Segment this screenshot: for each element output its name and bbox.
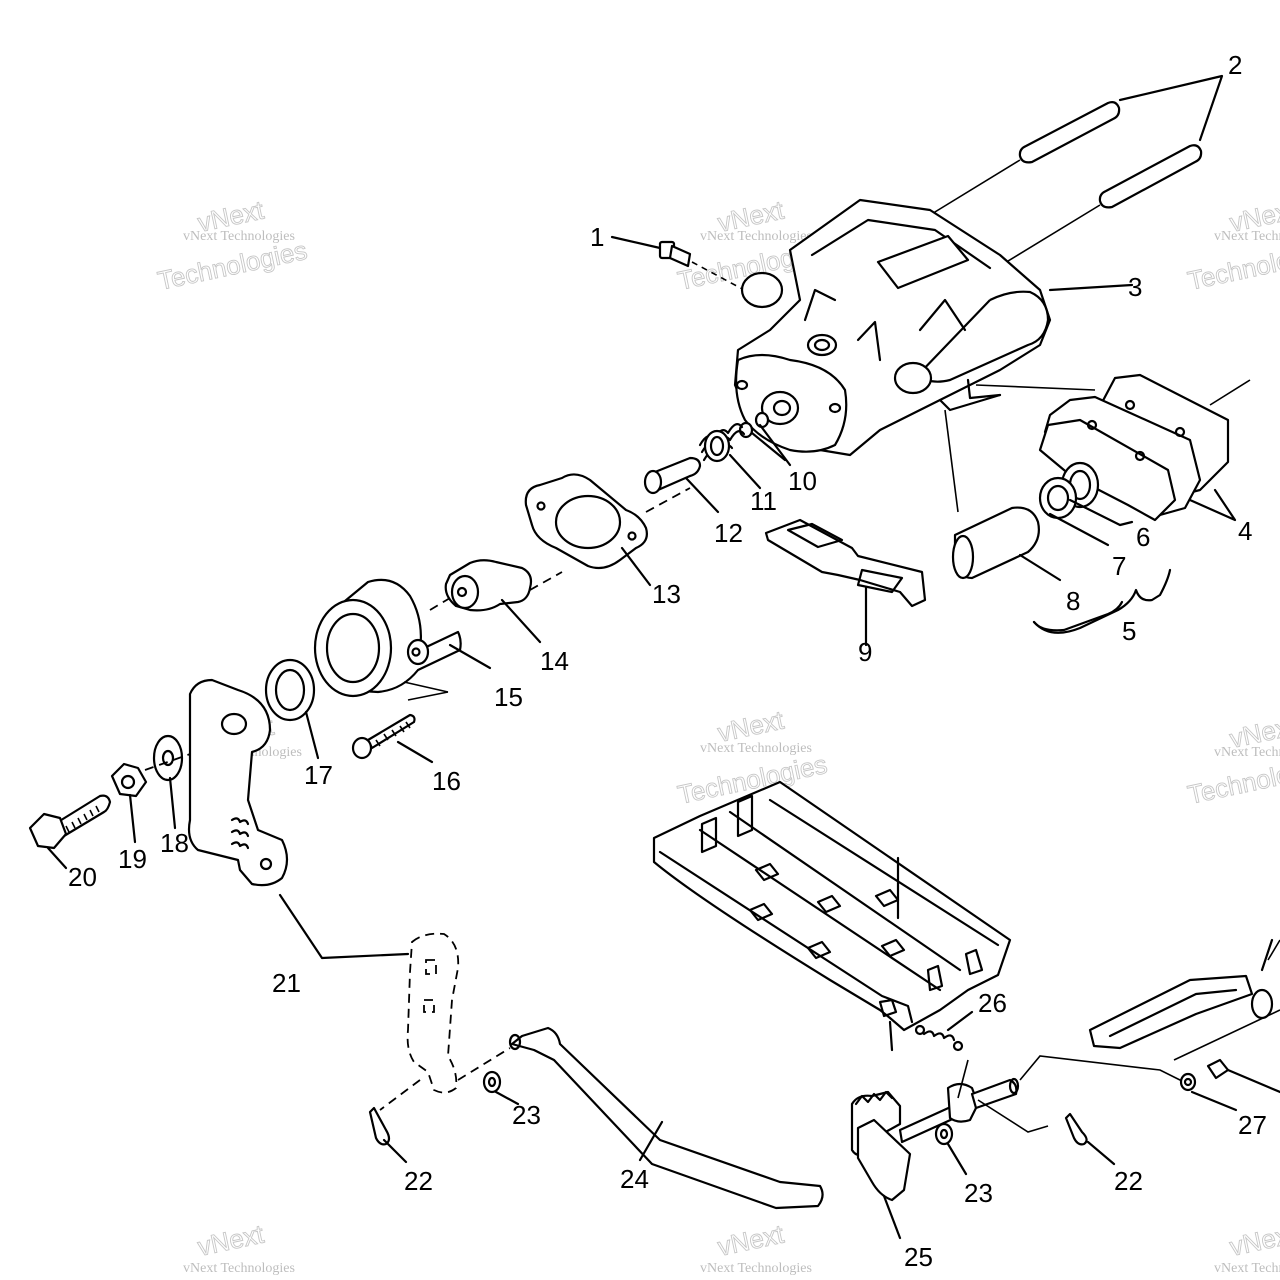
watermark-top-left: vNext vNext Technologies Technologies (155, 194, 311, 296)
svg-text:vNext: vNext (195, 1219, 267, 1262)
callout-17: 17 (304, 760, 333, 790)
hex-bolt (28, 739, 231, 870)
socket-bolt (351, 681, 449, 764)
pin (643, 456, 720, 514)
washer (152, 734, 184, 830)
gasket (524, 473, 691, 587)
callout-23-left: 23 (512, 1100, 541, 1130)
svg-text:vNext Technologies: vNext Technologies (1214, 745, 1280, 760)
svg-text:vNext: vNext (715, 1219, 787, 1262)
callout-8: 8 (1066, 586, 1080, 616)
o-rings (738, 411, 792, 467)
callout-18: 18 (160, 828, 189, 858)
piston-assembly (944, 409, 1172, 634)
spring (698, 423, 762, 490)
callout-24: 24 (620, 1164, 649, 1194)
svg-text:vNext Technologies: vNext Technologies (183, 1261, 295, 1276)
callout-22-right: 22 (1114, 1166, 1143, 1196)
callout-19: 19 (118, 844, 147, 874)
callout-3: 3 (1128, 272, 1142, 302)
callout-22-left: 22 (404, 1166, 433, 1196)
svg-text:vNext: vNext (1227, 1219, 1280, 1262)
footrest-plate (652, 780, 1012, 1052)
callout-labels: 1 2 3 4 5 6 7 8 9 10 11 12 13 14 15 16 1… (68, 50, 1267, 1272)
lever-bracket (187, 678, 460, 1111)
cotter-pin-right (1064, 1112, 1116, 1166)
callout-25: 25 (904, 1242, 933, 1272)
callout-2: 2 (1228, 50, 1242, 80)
callout-13: 13 (652, 579, 681, 609)
cam-drum (313, 578, 492, 698)
caliper-housing (733, 198, 1134, 457)
watermark-middle-right: vNext vNext Technologies Technologies (1185, 710, 1280, 810)
callout-1: 1 (590, 222, 604, 252)
svg-text:vNext Technologies: vNext Technologies (1214, 229, 1280, 244)
callout-12: 12 (714, 518, 743, 548)
callout-26: 26 (978, 988, 1007, 1018)
svg-text:vNext Technologies: vNext Technologies (1214, 1261, 1280, 1276)
pad-shim (764, 518, 927, 647)
svg-text:vNext Technologies: vNext Technologies (183, 229, 295, 244)
bleeder-screw (610, 235, 749, 293)
callout-5: 5 (1122, 616, 1136, 646)
return-spring (914, 1010, 974, 1052)
callout-21: 21 (272, 968, 301, 998)
brake-pedal (850, 1055, 1193, 1240)
washer-right (934, 1122, 968, 1176)
svg-text:Technologies: Technologies (1185, 235, 1280, 296)
svg-text:vNext Technologies: vNext Technologies (700, 229, 812, 244)
cotter-pin-left (368, 1106, 408, 1164)
svg-text:vNext Technologies: vNext Technologies (700, 741, 812, 756)
callout-4: 4 (1238, 516, 1252, 546)
group-brace (1032, 600, 1124, 632)
callout-15: 15 (494, 682, 523, 712)
ring-seal (264, 658, 320, 760)
right-edge-hardware (1088, 938, 1280, 1112)
callout-27: 27 (1238, 1110, 1267, 1140)
svg-text:vNext Technologies: vNext Technologies (700, 1261, 812, 1276)
svg-text:Technologies: Technologies (155, 235, 310, 296)
linkage-rod (457, 1026, 824, 1210)
dowel-pins (929, 74, 1224, 273)
watermark-bottom: vNext vNext Technologies vNext vNext Tec… (183, 1218, 1280, 1276)
callout-20: 20 (68, 862, 97, 892)
washer-left (482, 1070, 520, 1106)
sleeve (444, 559, 563, 644)
callout-9: 9 (858, 637, 872, 667)
brake-pads (1038, 373, 1251, 522)
callout-7: 7 (1112, 551, 1126, 581)
callout-16: 16 (432, 766, 461, 796)
callout-10: 10 (788, 466, 817, 496)
callout-23-right: 23 (964, 1178, 993, 1208)
hex-nut (110, 762, 148, 844)
callout-11: 11 (750, 486, 777, 516)
callout-6: 6 (1136, 522, 1150, 552)
watermark-top-right: vNext vNext Technologies Technologies (1185, 194, 1280, 296)
callout-14: 14 (540, 646, 569, 676)
